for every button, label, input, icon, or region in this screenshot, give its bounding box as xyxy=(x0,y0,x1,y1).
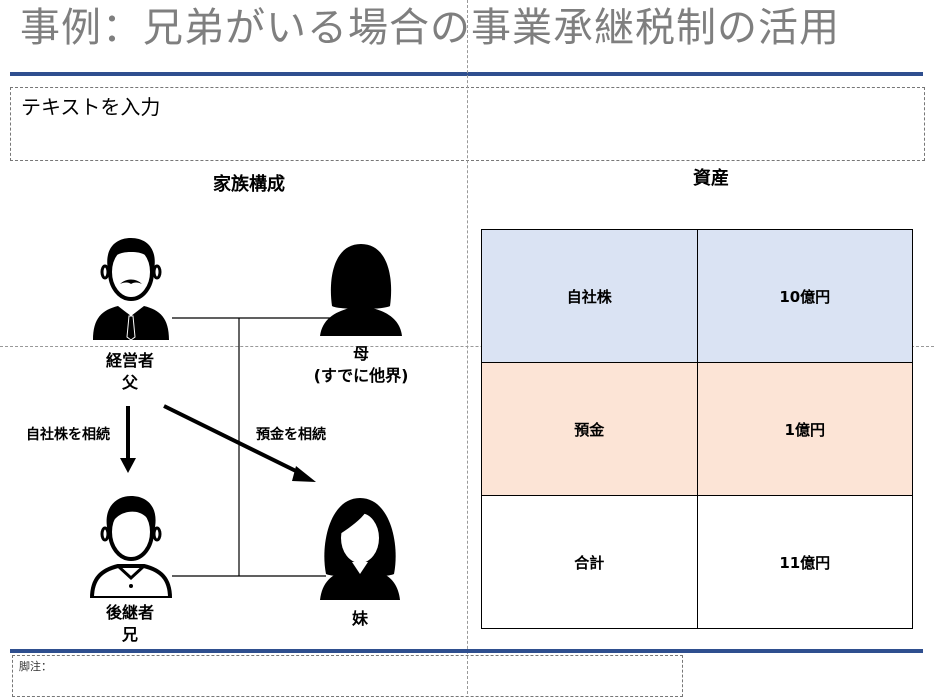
vertical-guide-line xyxy=(467,0,468,694)
footnote-label: 脚注： xyxy=(19,660,52,673)
father-relation: 父 xyxy=(121,373,138,392)
family-heading[interactable]: 家族構成 xyxy=(213,174,285,195)
table-row: 自社株 10億円 xyxy=(481,229,913,363)
asset-name-cell[interactable]: 自社株 xyxy=(481,229,698,363)
mother-relation: 母 xyxy=(352,344,369,363)
father-label[interactable]: 経営者 父 xyxy=(80,350,180,394)
inherit-deposit-label[interactable]: 預金を相続 xyxy=(256,427,326,443)
father-role: 経営者 xyxy=(105,351,154,370)
assets-heading[interactable]: 資産 xyxy=(693,168,729,189)
inherit-stock-label[interactable]: 自社株を相続 xyxy=(26,427,110,443)
daughter-icon[interactable] xyxy=(316,494,404,600)
asset-value-cell[interactable]: 1億円 xyxy=(696,362,913,496)
table-row: 預金 1億円 xyxy=(481,362,913,496)
arrow-to-son xyxy=(120,406,136,473)
total-name-cell[interactable]: 合計 xyxy=(481,495,698,629)
asset-value-cell[interactable]: 10億円 xyxy=(696,229,913,363)
daughter-relation: 妹 xyxy=(351,609,368,628)
son-icon[interactable] xyxy=(88,494,174,598)
footnote-box[interactable]: 脚注： xyxy=(12,655,683,697)
slide-title[interactable]: 事例：兄弟がいる場合の事業承継税制の活用 xyxy=(20,5,840,51)
table-row: 合計 11億円 xyxy=(481,495,913,629)
son-label[interactable]: 後継者 兄 xyxy=(80,602,180,646)
title-divider xyxy=(10,72,923,76)
footer-divider xyxy=(10,649,923,653)
assets-table[interactable]: 自社株 10億円 預金 1億円 合計 11億円 xyxy=(481,229,913,629)
daughter-label[interactable]: 妹 xyxy=(310,608,410,630)
son-relation: 兄 xyxy=(121,625,138,644)
mother-label[interactable]: 母 (すでに他界) xyxy=(296,343,426,387)
arrow-to-daughter xyxy=(163,404,316,482)
son-role: 後継者 xyxy=(105,603,154,622)
mother-status: (すでに他界) xyxy=(313,366,409,385)
father-icon[interactable] xyxy=(88,234,174,340)
text-placeholder: テキストを入力 xyxy=(21,95,161,119)
mother-icon[interactable] xyxy=(318,238,404,336)
horizontal-guide-line xyxy=(0,346,934,347)
asset-name-cell[interactable]: 預金 xyxy=(481,362,698,496)
total-value-cell[interactable]: 11億円 xyxy=(696,495,913,629)
